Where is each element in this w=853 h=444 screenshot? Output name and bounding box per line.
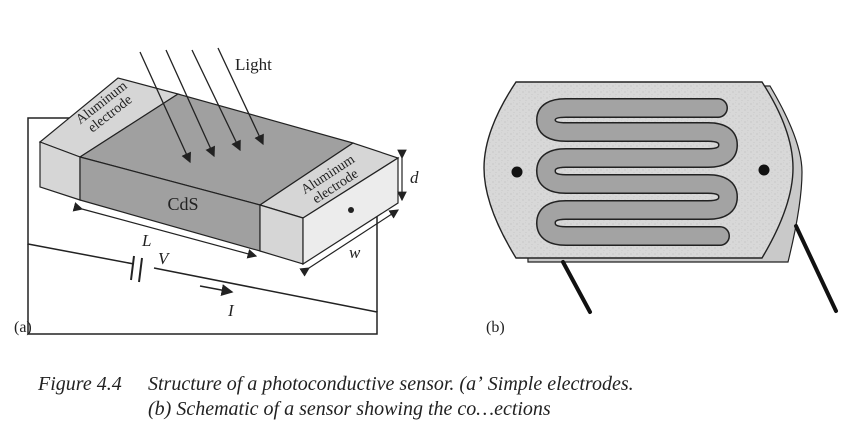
caption-line-1: Figure 4.4 Structure of a photoconductive…	[38, 372, 838, 397]
L-label: L	[141, 231, 151, 250]
left-terminal-dot	[511, 166, 523, 178]
caption-line-2: (b) Schematic of a sensor showing the co…	[38, 397, 838, 422]
panel-a: Light Aluminum electrode Aluminum electr…	[14, 47, 419, 336]
figure-number: Figure 4.4	[38, 373, 122, 395]
dimension-w	[299, 209, 400, 277]
panel-b: (b)	[483, 81, 838, 336]
sensor-leads	[561, 224, 838, 314]
w-label: w	[349, 243, 361, 262]
d-label: d	[410, 168, 419, 187]
V-label: V	[158, 249, 171, 268]
caption-text-2: (b) Schematic of a sensor showing the co…	[148, 398, 551, 420]
panel-b-tag: (b)	[486, 319, 505, 336]
serpentine-track	[536, 98, 738, 246]
contact-dot	[348, 207, 354, 213]
right-terminal-dot	[758, 164, 770, 176]
I-label: I	[227, 301, 235, 320]
panel-a-tag: (a)	[14, 319, 32, 336]
dimension-L	[72, 202, 258, 259]
light-label: Light	[235, 55, 272, 74]
figure-caption: Figure 4.4 Structure of a photoconductive…	[38, 372, 838, 422]
battery-symbol	[130, 255, 143, 283]
cds-label: CdS	[167, 194, 198, 214]
light-rays	[139, 47, 264, 164]
caption-text-1: Structure of a photoconductive sensor. (…	[148, 373, 634, 395]
current-arrow	[199, 284, 234, 296]
